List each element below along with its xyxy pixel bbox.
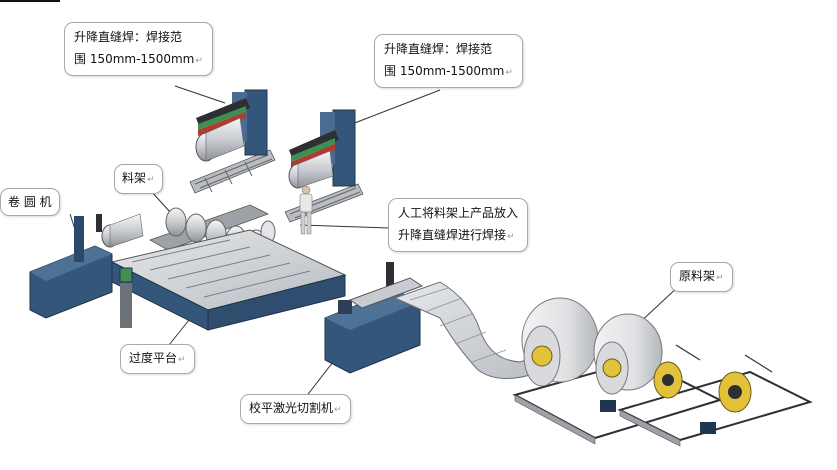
rolling-machine-label: 卷 圆 机 <box>8 195 52 209</box>
line-mark: ↵ <box>505 68 513 78</box>
transition-platform-label: 过度平台 <box>129 351 178 365</box>
welder-left <box>189 89 276 194</box>
material-rack-label: 料架 <box>122 171 147 185</box>
transition-platform <box>110 229 347 331</box>
callout-manual-step: 人工将料架上产品放入 升降直缝焊进行焊接↵ <box>388 198 529 252</box>
top-edge-line <box>0 0 60 2</box>
callout-leveling-laser-cutter: 校平激光切割机↵ <box>240 394 351 424</box>
callout-material-rack: 料架↵ <box>114 164 163 194</box>
worker-figure <box>299 185 313 235</box>
welder-left-line-1: 升降直缝焊：焊接范 <box>74 30 183 44</box>
line-mark: ↵ <box>178 355 186 365</box>
rolling-machine <box>29 213 144 319</box>
callout-raw-material-rack: 原料架↵ <box>670 262 733 292</box>
manual-step-line-2: 升降直缝焊进行焊接 <box>398 228 507 242</box>
line-mark: ↵ <box>195 56 203 66</box>
welder-right-line-1: 升降直缝焊：焊接范 <box>384 42 493 56</box>
welder-right-line-2: 围 150mm-1500mm <box>384 64 505 78</box>
line-mark: ↵ <box>334 405 342 415</box>
raw-material-rack <box>512 297 813 447</box>
callout-welder-left: 升降直缝焊：焊接范 围 150mm-1500mm↵ <box>64 22 213 76</box>
callout-welder-right: 升降直缝焊：焊接范 围 150mm-1500mm↵ <box>374 34 523 88</box>
line-mark: ↵ <box>507 232 515 242</box>
callout-rolling-machine: 卷 圆 机 <box>0 188 60 216</box>
welder-left-line-2: 围 150mm-1500mm <box>74 52 195 66</box>
leveling-laser-cutter-label: 校平激光切割机 <box>249 401 334 415</box>
callout-transition-platform: 过度平台↵ <box>120 344 195 374</box>
manual-step-line-1: 人工将料架上产品放入 <box>398 206 519 220</box>
raw-material-rack-label: 原料架 <box>679 269 716 283</box>
leveling-laser-cutter <box>324 262 424 374</box>
line-mark: ↵ <box>716 273 724 283</box>
line-mark: ↵ <box>147 175 155 185</box>
welder-right <box>284 109 364 235</box>
